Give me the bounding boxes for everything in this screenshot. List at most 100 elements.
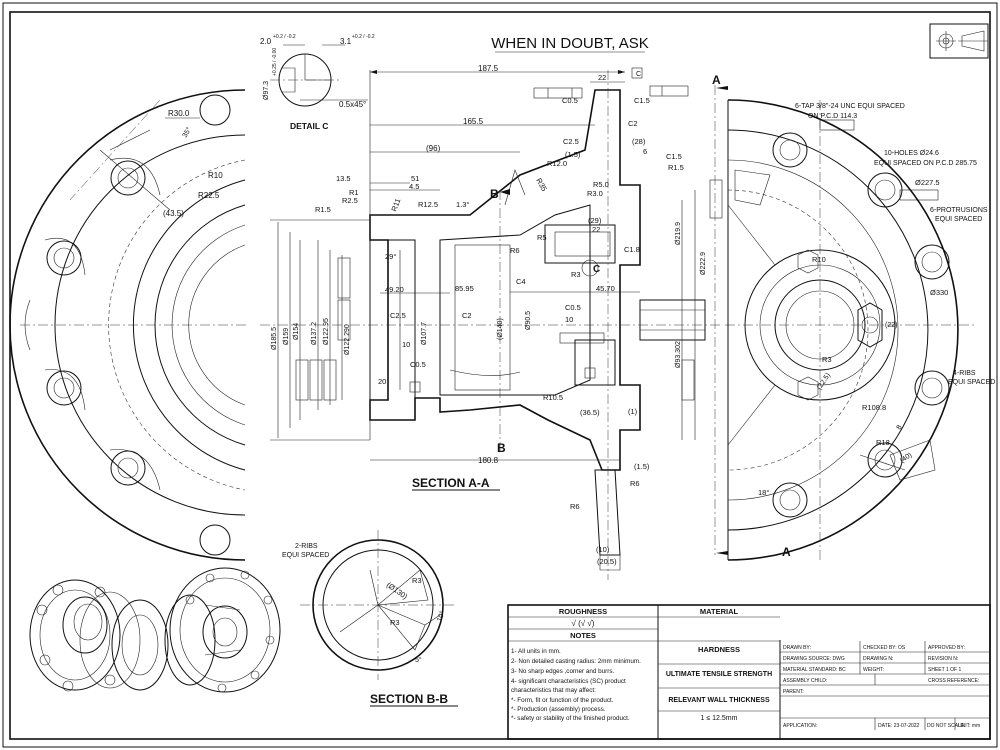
rv-holes-pcd: EQUI SPACED ON P.C.D 285.75 (874, 160, 977, 167)
rv-protrusions: 6-PROTRUSIONS (930, 207, 988, 214)
detail-dia: Ø97.3 (263, 81, 270, 100)
note-line: *- safety or stability of the finished p… (511, 715, 630, 722)
tb-notes: NOTES (570, 631, 596, 640)
aa-c2: C2 (628, 119, 638, 128)
tb-uts: ULTIMATE TENSILE STRENGTH (666, 671, 772, 678)
tb-roughness-symbol: √ (√ √) (572, 619, 595, 628)
aa-dia154: Ø154 (293, 323, 300, 340)
tb-drawing-source: DRAWING SOURCE: DWG (783, 656, 845, 662)
rv-dia2275: Ø227.5 (915, 178, 940, 187)
aa-dia2229: Ø222.9 (700, 252, 707, 275)
tb-unit: UNIT: mm (958, 723, 980, 729)
tb-cross-ref: CROSS REFERENCE: (928, 678, 979, 684)
title-block (507, 604, 991, 740)
aa-29deg: 29° (385, 252, 396, 261)
inner-frame (9, 11, 991, 740)
aa-4920: 49.20 (385, 285, 404, 294)
section-aa-title: SECTION A-A (412, 476, 490, 490)
detail-dim-top-left-tol: +0.2 / -0.2 (273, 34, 296, 40)
marker-b-bottom: B (497, 441, 506, 455)
tb-date: DATE: 23-07-2022 (878, 723, 920, 729)
rv-r1088: R108.8 (862, 403, 886, 412)
marker-a-top: A (712, 73, 721, 87)
aa-r15-b: R1.5 (668, 163, 684, 172)
aa-1: (1) (628, 407, 638, 416)
tb-checked-by: CHECKED BY: OS (863, 645, 906, 651)
aa-r35: R35 (534, 177, 549, 193)
tb-parent: PARENT: (783, 689, 804, 695)
aa-r6b: R6 (630, 479, 640, 488)
aa-20: 20 (378, 377, 386, 386)
marker-c-datum: C (636, 71, 641, 78)
aa-29: (29) (588, 216, 602, 225)
left-r30: R30.0 (168, 109, 190, 118)
projection-symbol-icon (929, 23, 989, 59)
tb-sheet: SHEET 1 OF 1 (928, 667, 961, 673)
aa-dia1855: Ø185.5 (271, 327, 278, 350)
aa-c05b: C0.5 (565, 303, 581, 312)
bb-ribs: 2-RIBS (295, 543, 318, 550)
aa-c05-c: C0.5 (410, 360, 426, 369)
bb-5: 5° (415, 656, 422, 664)
rv-225: (22.5) (816, 372, 832, 391)
detail-dia-tol: +0.25 / -0.00 (272, 48, 278, 76)
rv-tap-pcd: ON P.C.D 114.3 (808, 113, 857, 120)
aa-r25: R2.5 (342, 196, 358, 205)
aa-r120: R12.0 (547, 159, 567, 168)
aa-51: 51 (411, 174, 419, 183)
bb-10: 10° (435, 610, 446, 623)
tb-weight: WEIGHT: (863, 667, 884, 673)
rv-tap-note: 6-TAP 3/8"-24 UNC EQUI SPACED (795, 103, 905, 110)
note-line: *- Form, fit or function of the product. (511, 697, 614, 704)
rv-18deg: 18° (758, 488, 769, 497)
aa-c25: C2.5 (563, 137, 579, 146)
tb-drawn-by: DRAWN BY: (783, 645, 811, 651)
aa-dia12295: Ø122.95 (323, 318, 330, 345)
tb-material-std: MATERIAL STANDARD: BC (783, 667, 846, 673)
bb-ribs-b: EQUI SPACED (282, 552, 329, 559)
aa-15b: (1.5) (634, 462, 650, 471)
aa-10-b: 10 (402, 340, 410, 349)
aa-22: 22 (598, 73, 606, 82)
section-bb-view (300, 530, 455, 680)
tb-assembly: ASSEMBLY CHILD: (783, 678, 827, 684)
aa-r105: R10.5 (543, 393, 563, 402)
iso-view-front (29, 579, 169, 692)
aa-c18: C1.8 (624, 245, 640, 254)
rv-r10: R10 (812, 255, 826, 264)
left-35deg: 35° (181, 126, 193, 139)
aa-r11: R11 (389, 197, 402, 212)
aa-dia140: (Ø140) (497, 318, 504, 340)
aa-135: 13.5 (336, 174, 351, 183)
tb-rwt-value: 1 ≤ 12.5mm (701, 715, 738, 722)
aa-13deg: 1.3° (456, 200, 469, 209)
left-435: (43.5) (163, 209, 184, 218)
right-end-view (725, 99, 975, 561)
aa-c15-b: C1.5 (666, 152, 682, 161)
tb-hardness: HARDNESS (698, 645, 740, 654)
tb-notes-list: 1- All units in mm. 2- Non detailed cast… (511, 648, 641, 722)
tb-material: MATERIAL (700, 607, 739, 616)
left-end-view (9, 89, 248, 561)
aa-45: 4.5 (409, 182, 419, 191)
aa-15: (1.5) (565, 150, 581, 159)
tb-application: APPLICATION: (783, 723, 817, 729)
aa-dia122290: Ø122.290 (344, 324, 351, 355)
aa-22b: 22 (592, 225, 600, 234)
rv-holes-note: 10-HOLES Ø24.6 (884, 150, 939, 157)
bb-130: (Ø130) (385, 580, 410, 601)
tb-drawing-no: DRAWING N: (863, 656, 893, 662)
aa-8595: 85.95 (455, 284, 474, 293)
aa-c2b: C2 (462, 311, 472, 320)
aa-dia2199: Ø219.9 (675, 222, 682, 245)
aa-r6: R6 (510, 246, 520, 255)
rv-8: 8 (896, 424, 904, 431)
tb-roughness: ROUGHNESS (559, 607, 607, 616)
detail-dim-top-right-tol: +0.2 / -0.2 (352, 34, 375, 40)
note-line: 4- significant characteristics (SC) prod… (511, 678, 626, 685)
aa-10b: (10) (596, 545, 610, 554)
aa-c4: C4 (516, 277, 526, 286)
aa-c05: C0.5 (562, 96, 578, 105)
note-line: *- Production (assembly) process. (511, 706, 606, 713)
aa-r5: R5 (537, 233, 547, 242)
